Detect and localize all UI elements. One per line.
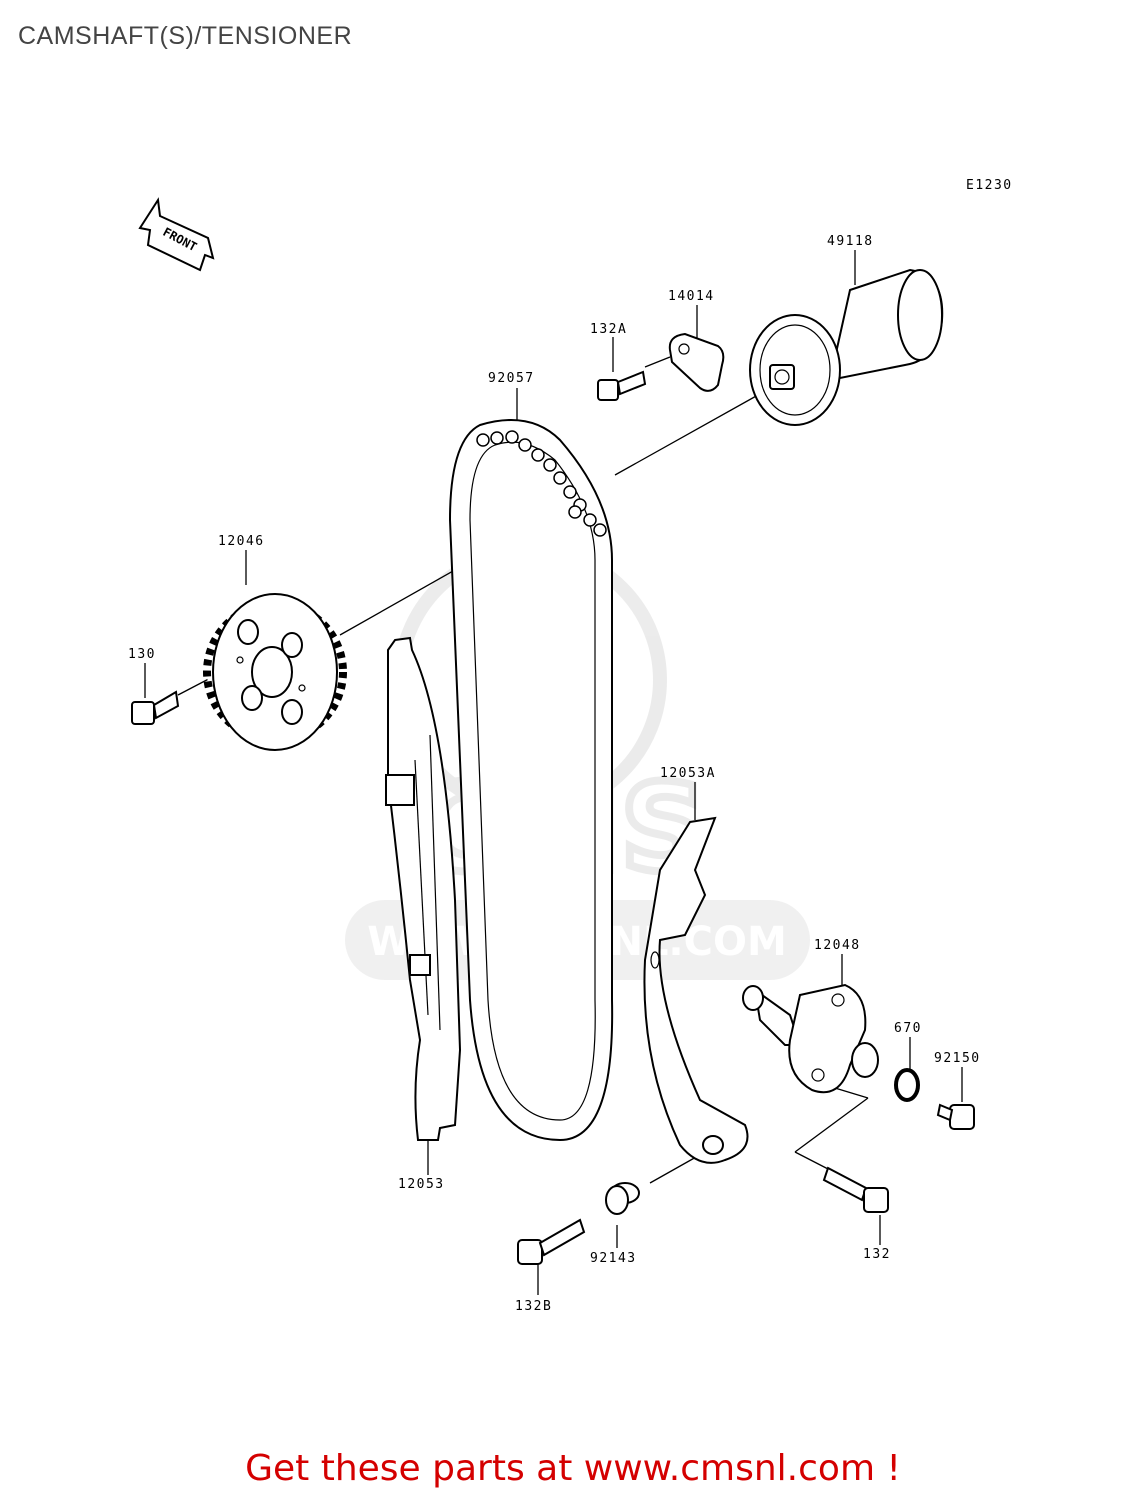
label-132: 132 [863, 1247, 891, 1262]
chain-links [476, 430, 607, 537]
label-92143: 92143 [590, 1251, 637, 1266]
bolt-132-part[interactable] [822, 1166, 889, 1213]
label-132a: 132A [590, 322, 627, 337]
label-12053: 12053 [398, 1177, 445, 1192]
diagram-code: E1230 [966, 178, 1013, 193]
plate-part[interactable] [668, 332, 725, 392]
front-arrow-icon: FRONT [138, 197, 215, 272]
bolt-132b-part[interactable] [517, 1218, 586, 1265]
o-ring-part[interactable] [894, 1068, 920, 1102]
label-130: 130 [128, 647, 156, 662]
footer-link[interactable]: Get these parts at www.cmsnl.com ! [245, 1448, 901, 1489]
bolt-132a-part[interactable] [597, 370, 647, 401]
cam-chain-part[interactable] [448, 419, 614, 1142]
label-670: 670 [894, 1021, 922, 1036]
label-12048: 12048 [814, 938, 861, 953]
label-92057: 92057 [488, 371, 535, 386]
leader-lines [144, 250, 963, 1295]
page-title: CAMSHAFT(S)/TENSIONER [18, 22, 353, 50]
label-12046: 12046 [218, 534, 265, 549]
label-92150: 92150 [934, 1051, 981, 1066]
bolt-92150-part[interactable] [936, 1103, 975, 1130]
tensioner-arm-part[interactable] [643, 816, 749, 1164]
tensioner-assembly-part[interactable] [742, 983, 879, 1094]
chain-guide-part[interactable] [385, 636, 462, 1141]
camshaft-part[interactable] [749, 268, 944, 426]
label-132b: 132B [515, 1299, 552, 1314]
part-labels: 49118 14014 132A 92057 12046 130 12053A … [128, 234, 981, 1314]
cam-sprocket-part[interactable] [203, 593, 347, 751]
collar-part[interactable] [605, 1182, 640, 1215]
label-12053a: 12053A [660, 766, 716, 781]
label-49118: 49118 [827, 234, 874, 249]
label-14014: 14014 [668, 289, 715, 304]
bolt-130-part[interactable] [131, 690, 180, 725]
